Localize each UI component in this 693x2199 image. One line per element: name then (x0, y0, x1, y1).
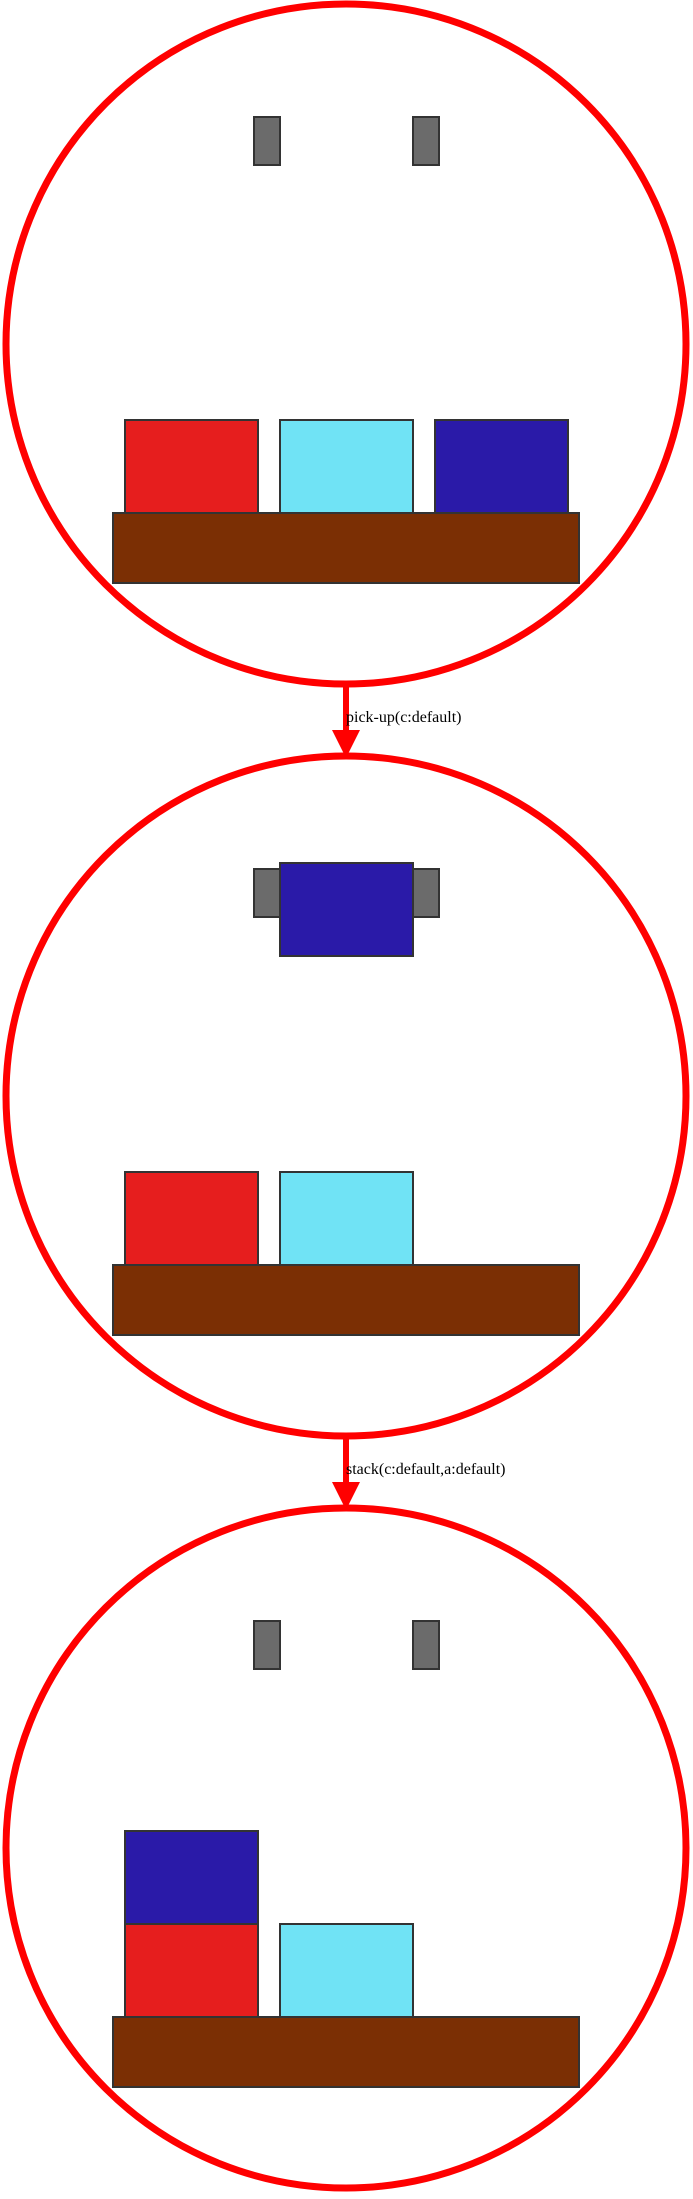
block-b (279, 1923, 414, 2018)
block-a (124, 1923, 259, 2018)
transition-label: stack(c:default,a:default) (346, 1461, 505, 1478)
block-a (124, 1171, 259, 1266)
transition-label: pick-up(c:default) (346, 709, 462, 726)
gripper-right (412, 116, 440, 166)
table (112, 1264, 580, 1336)
gripper-left (253, 116, 281, 166)
gripper-right (412, 868, 440, 918)
gripper-left (253, 868, 281, 918)
transition-1: pick-up(c:default) (332, 684, 462, 758)
block-b (279, 1171, 414, 1266)
block-c (124, 1830, 259, 1925)
gripper-right (412, 1620, 440, 1670)
state-2 (2, 752, 690, 1440)
transition-2: stack(c:default,a:default) (332, 1436, 505, 1510)
transition-arrowhead (332, 730, 360, 758)
held-block-c (279, 862, 414, 957)
table (112, 2016, 580, 2088)
state-3 (2, 1504, 690, 2192)
gripper-left (253, 1620, 281, 1670)
block-b (279, 419, 414, 514)
block-c (434, 419, 569, 514)
state-1 (2, 0, 690, 688)
transition-arrowhead (332, 1482, 360, 1510)
block-a (124, 419, 259, 514)
table (112, 512, 580, 584)
